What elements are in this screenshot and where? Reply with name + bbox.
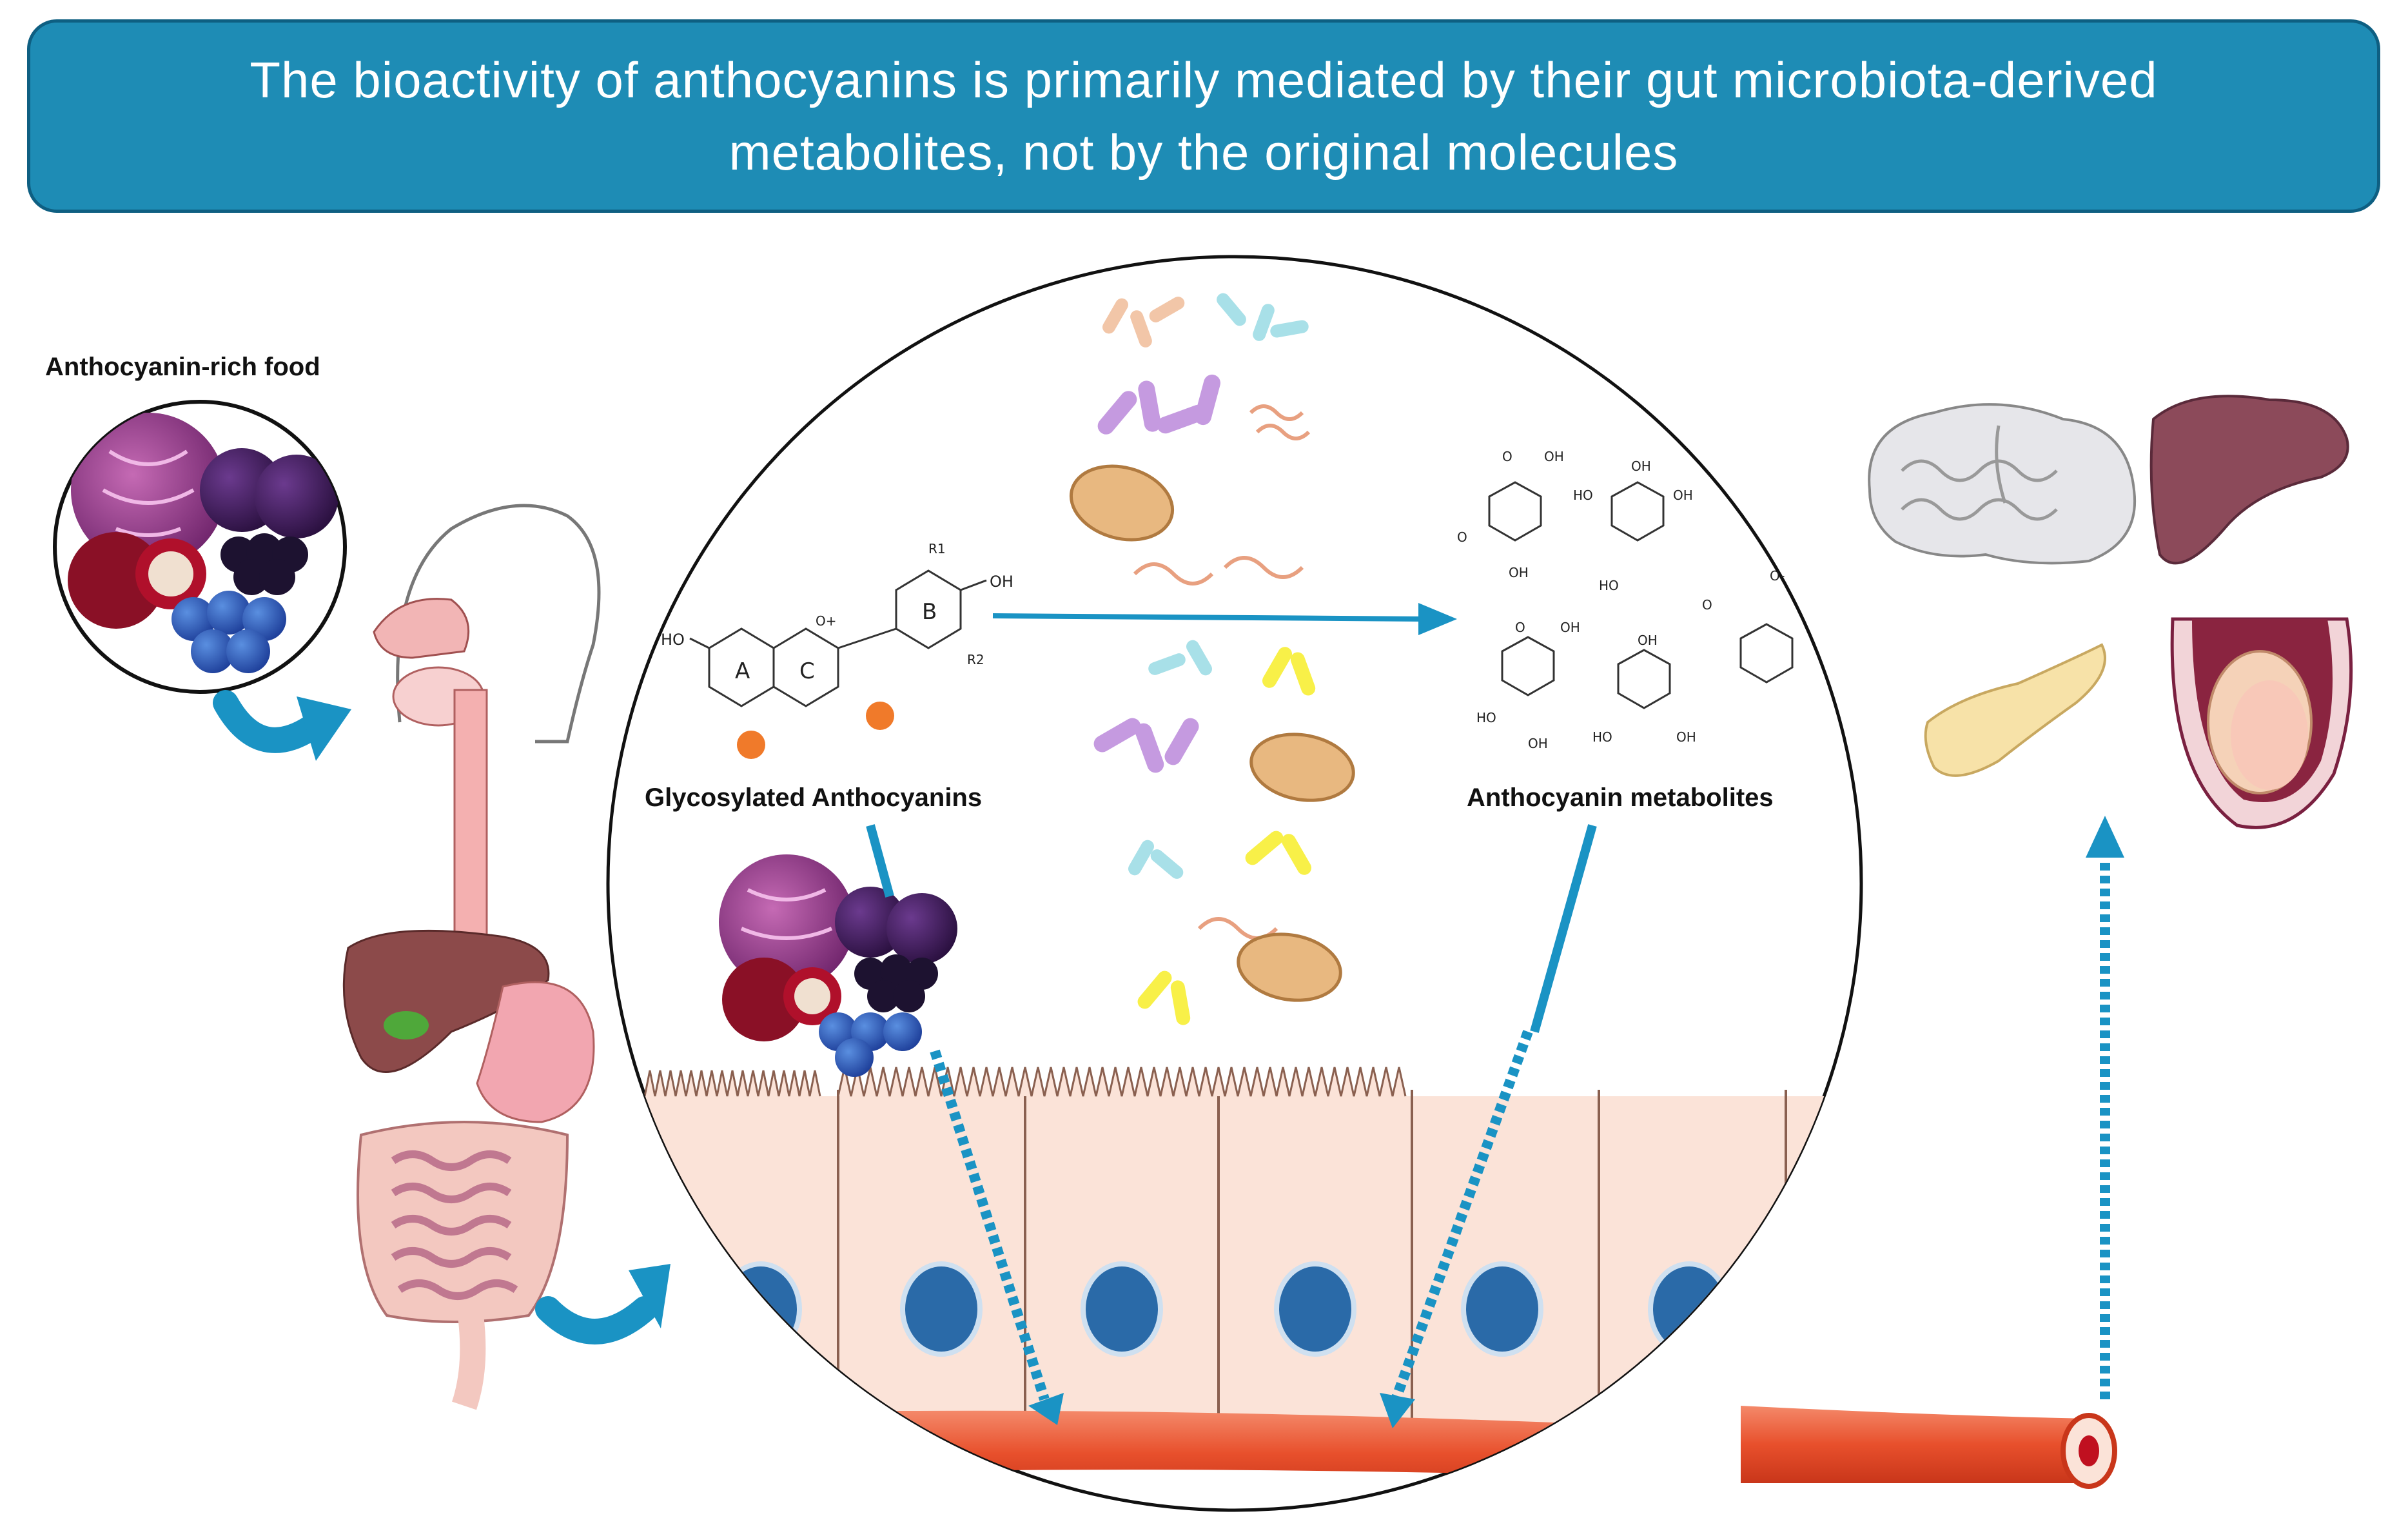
metabolite-structures xyxy=(1488,481,1794,709)
svg-text:O-: O- xyxy=(1770,568,1785,584)
bacteria-icon xyxy=(1069,293,1355,1025)
metabolites-label: Anthocyanin metabolites xyxy=(1467,783,1774,812)
svg-text:OH: OH xyxy=(1631,458,1651,474)
svg-text:OH: OH xyxy=(1673,487,1693,503)
svg-text:R2: R2 xyxy=(967,652,984,667)
curved-arrow-intestine xyxy=(535,1264,671,1344)
svg-text:OH: OH xyxy=(990,573,1013,591)
svg-text:OH: OH xyxy=(1638,633,1658,648)
svg-text:O: O xyxy=(1502,449,1512,464)
svg-text:OH: OH xyxy=(1528,736,1548,751)
digestive-system-icon xyxy=(342,504,601,1410)
brain-icon xyxy=(1868,403,2137,565)
svg-text:OH: OH xyxy=(1544,449,1564,464)
glycosylated-label: Glycosylated Anthocyanins xyxy=(645,783,982,812)
svg-text:C: C xyxy=(799,658,815,684)
svg-text:HO: HO xyxy=(1592,729,1612,745)
title-banner: The bioactivity of anthocyanins is prima… xyxy=(27,19,2380,213)
svg-text:OH: OH xyxy=(1676,729,1696,745)
pointer-metabolites xyxy=(1530,824,1597,1033)
svg-text:OH: OH xyxy=(1509,565,1529,580)
testis-icon xyxy=(2170,617,2353,829)
epithelium xyxy=(608,1067,1861,1432)
anthocyanin-structure xyxy=(689,569,987,707)
svg-text:O+: O+ xyxy=(816,613,837,629)
svg-text:HO: HO xyxy=(661,631,685,649)
svg-text:HO: HO xyxy=(1599,578,1619,593)
svg-text:OH: OH xyxy=(1560,620,1580,635)
blackberry-icon xyxy=(220,533,308,595)
anthocyanin-labels: A C B HO OH R1 R2 O+ xyxy=(661,541,1013,684)
food-label: Anthocyanin-rich food xyxy=(45,353,320,381)
sugar-dot-1 xyxy=(737,731,765,759)
food-cluster xyxy=(68,413,338,673)
metabolite-labels: OH O O OH OH HO OH HO OH O HO OH OH HO O… xyxy=(1457,449,1785,751)
svg-text:R1: R1 xyxy=(928,541,946,556)
title-line-2: metabolites, not by the original molecul… xyxy=(729,124,1679,181)
liver-icon xyxy=(2149,395,2349,565)
curved-arrow-food xyxy=(213,690,351,761)
svg-text:O: O xyxy=(1515,620,1525,635)
absorption-arrow-1 xyxy=(930,1049,1064,1425)
svg-text:O: O xyxy=(1702,597,1712,613)
blood-vessel-outer xyxy=(1741,1406,2117,1489)
svg-text:O: O xyxy=(1457,529,1467,545)
svg-text:HO: HO xyxy=(1476,710,1496,725)
absorption-arrow-2 xyxy=(1380,1030,1533,1428)
pancreas-icon xyxy=(1924,643,2106,777)
svg-text:B: B xyxy=(922,599,937,625)
sugar-dot-2 xyxy=(866,702,894,730)
conversion-arrow xyxy=(992,603,1457,635)
svg-text:A: A xyxy=(735,658,750,684)
blueberry-icon xyxy=(171,591,286,673)
circulation-arrow xyxy=(2086,816,2124,1399)
title-line-1: The bioactivity of anthocyanins is prima… xyxy=(250,52,2158,108)
pointer-glycosylated xyxy=(866,824,894,898)
food-cluster-inner xyxy=(719,854,957,1077)
svg-text:HO: HO xyxy=(1573,487,1593,503)
